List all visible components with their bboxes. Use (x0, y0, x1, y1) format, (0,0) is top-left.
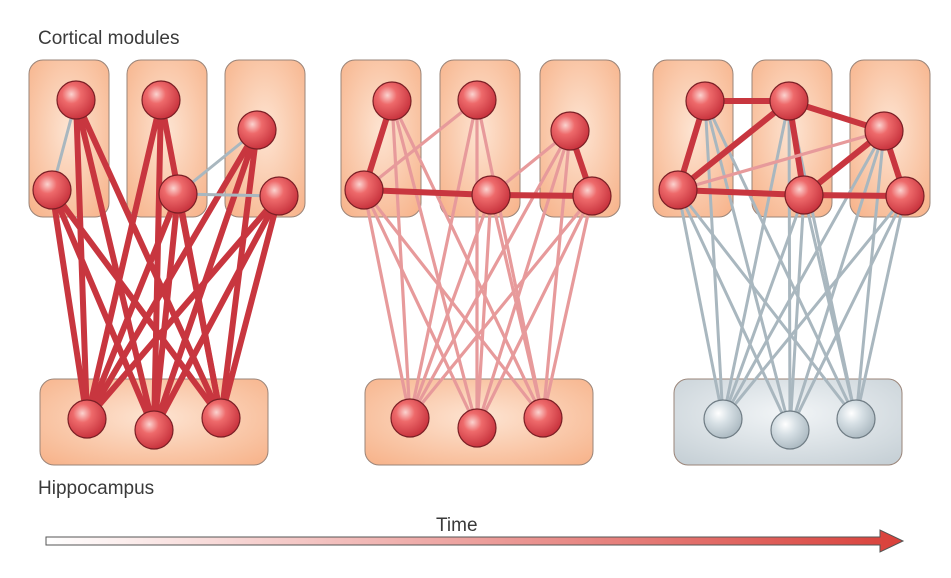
hippocampal-neuron (390, 398, 430, 438)
hippocampal-cortical-link (408, 129, 572, 420)
hippocampal-cortical-link (788, 193, 806, 432)
hippocampal-cortical-link (49, 187, 157, 433)
hippocampal-cortical-link (787, 99, 792, 432)
hippocampal-cortical-link (676, 188, 792, 432)
hippocampal-cortical-link (84, 191, 181, 422)
cortical-neuron (372, 81, 412, 121)
time-arrow (45, 529, 905, 553)
hippocampal-neuron (523, 398, 563, 438)
hippocampal-cortical-link (854, 194, 907, 421)
cortical-neuron (769, 81, 809, 121)
hippocampal-cortical-link (788, 194, 907, 432)
hippocampal-cortical-link (802, 193, 858, 421)
hippocampal-cortical-link (788, 129, 886, 432)
hippocampal-cortical-link (151, 127, 260, 433)
cortical-neuron (685, 81, 725, 121)
hippocampal-cortical-link (84, 97, 164, 422)
hippocampal-cortical-link (151, 191, 181, 433)
cortico-cortical-link (675, 187, 807, 198)
hippocampal-neuron (836, 399, 876, 439)
hippocampal-cortical-link (475, 129, 572, 430)
hippocampal-cortical-link (721, 99, 791, 421)
hippocampal-cortical-link (703, 99, 858, 421)
hippocampal-cortical-link (541, 194, 594, 420)
hippocampal-cortical-link (475, 194, 594, 430)
cortical-neuron (32, 170, 72, 210)
hippocampal-neuron (67, 399, 107, 439)
cortical-neuron (784, 175, 824, 215)
hippocampal-cortical-link (390, 99, 545, 420)
hippocampal-cortical-link (703, 99, 725, 421)
hippocampal-cortical-link (721, 129, 886, 421)
cortical-neuron (259, 176, 299, 216)
hippocampal-cortical-link (362, 188, 545, 420)
cortical-neuron (237, 110, 277, 150)
hippocampal-neuron (770, 410, 810, 450)
hippocampal-neuron (457, 408, 497, 448)
hippocampal-cortical-link (390, 99, 412, 420)
hippocampal-cortical-link (854, 129, 886, 421)
hippocampal-cortical-link (49, 187, 224, 421)
cortico-cortical-link (676, 129, 886, 192)
hippocampal-cortical-link (676, 188, 725, 421)
hippocampal-cortical-link (362, 188, 412, 420)
hippocampal-cortical-link (151, 97, 164, 433)
cortical-neuron (471, 175, 511, 215)
hippocampal-neuron (201, 398, 241, 438)
cortical-neuron (658, 170, 698, 210)
hippocampal-cortical-link (408, 98, 479, 420)
hippocampal-cortical-link (541, 129, 572, 420)
cortico-cortical-link (361, 187, 494, 198)
cortical-neuron (344, 170, 384, 210)
cortical-neuron (550, 111, 590, 151)
cortical-neuron (864, 111, 904, 151)
hippocampal-cortical-link (151, 193, 282, 433)
time-label: Time (436, 515, 478, 536)
hippocampal-cortical-link (73, 97, 157, 433)
hippocampal-cortical-link (49, 187, 90, 422)
cortical-neuron (572, 176, 612, 216)
hippocampal-cortical-link (475, 193, 493, 430)
hippocampal-cortical-link (218, 193, 282, 421)
hippocampal-neuron (703, 399, 743, 439)
cortical-neuron (457, 80, 497, 120)
hippocampal-cortical-link (489, 193, 545, 420)
hippocampal-neuron (134, 410, 174, 450)
hippocampal-cortical-link (73, 97, 224, 421)
cortical-modules-label: Cortical modules (38, 28, 180, 49)
hippocampal-cortical-link (218, 127, 260, 421)
neurons (32, 80, 925, 450)
time-arrow-shaft (45, 529, 905, 553)
hippocampal-cortical-link (175, 191, 224, 421)
cortical-neuron (885, 176, 925, 216)
hippocampal-cortical-link (676, 188, 858, 421)
cortical-neuron (56, 80, 96, 120)
cortical-neuron (158, 174, 198, 214)
cortico-cortical-link (362, 98, 479, 192)
hippocampus-label: Hippocampus (38, 478, 155, 499)
hippocampal-cortical-link (362, 188, 479, 430)
cortico-cortical-link (675, 98, 792, 193)
cortical-neuron (141, 80, 181, 120)
